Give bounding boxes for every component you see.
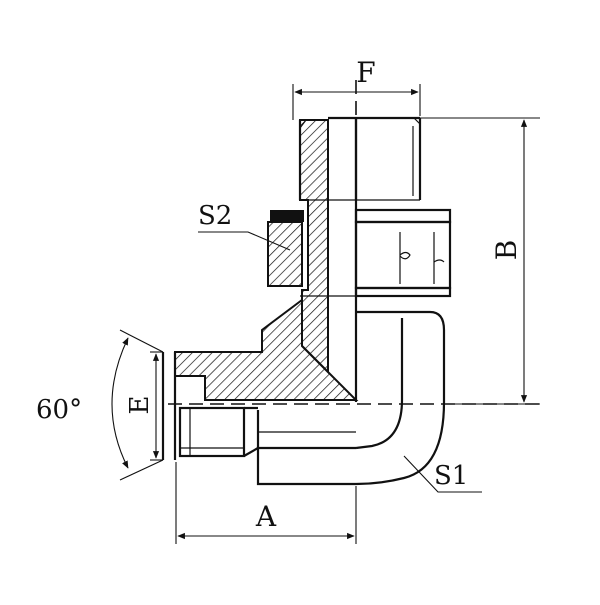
angle-dimension: 60° [36, 329, 164, 481]
label-s1: S1 [434, 461, 468, 491]
dimension-e: E [125, 351, 163, 461]
label-e: E [125, 396, 155, 415]
label-angle: 60° [36, 395, 82, 425]
washer-section [267, 221, 303, 287]
locknut-section [267, 208, 452, 298]
label-s2: S2 [198, 201, 232, 231]
callout-s2: S2 [198, 201, 291, 251]
dimension-f: F [292, 56, 421, 120]
label-a: A [255, 500, 277, 533]
label-f: F [356, 56, 375, 89]
dimension-b: B [420, 117, 540, 405]
callout-s1: S1 [403, 455, 482, 493]
dimension-a: A [175, 462, 357, 544]
seal-ring [270, 210, 304, 222]
elbow-body [161, 298, 446, 486]
label-b: B [490, 240, 523, 261]
left-stud [178, 406, 259, 458]
